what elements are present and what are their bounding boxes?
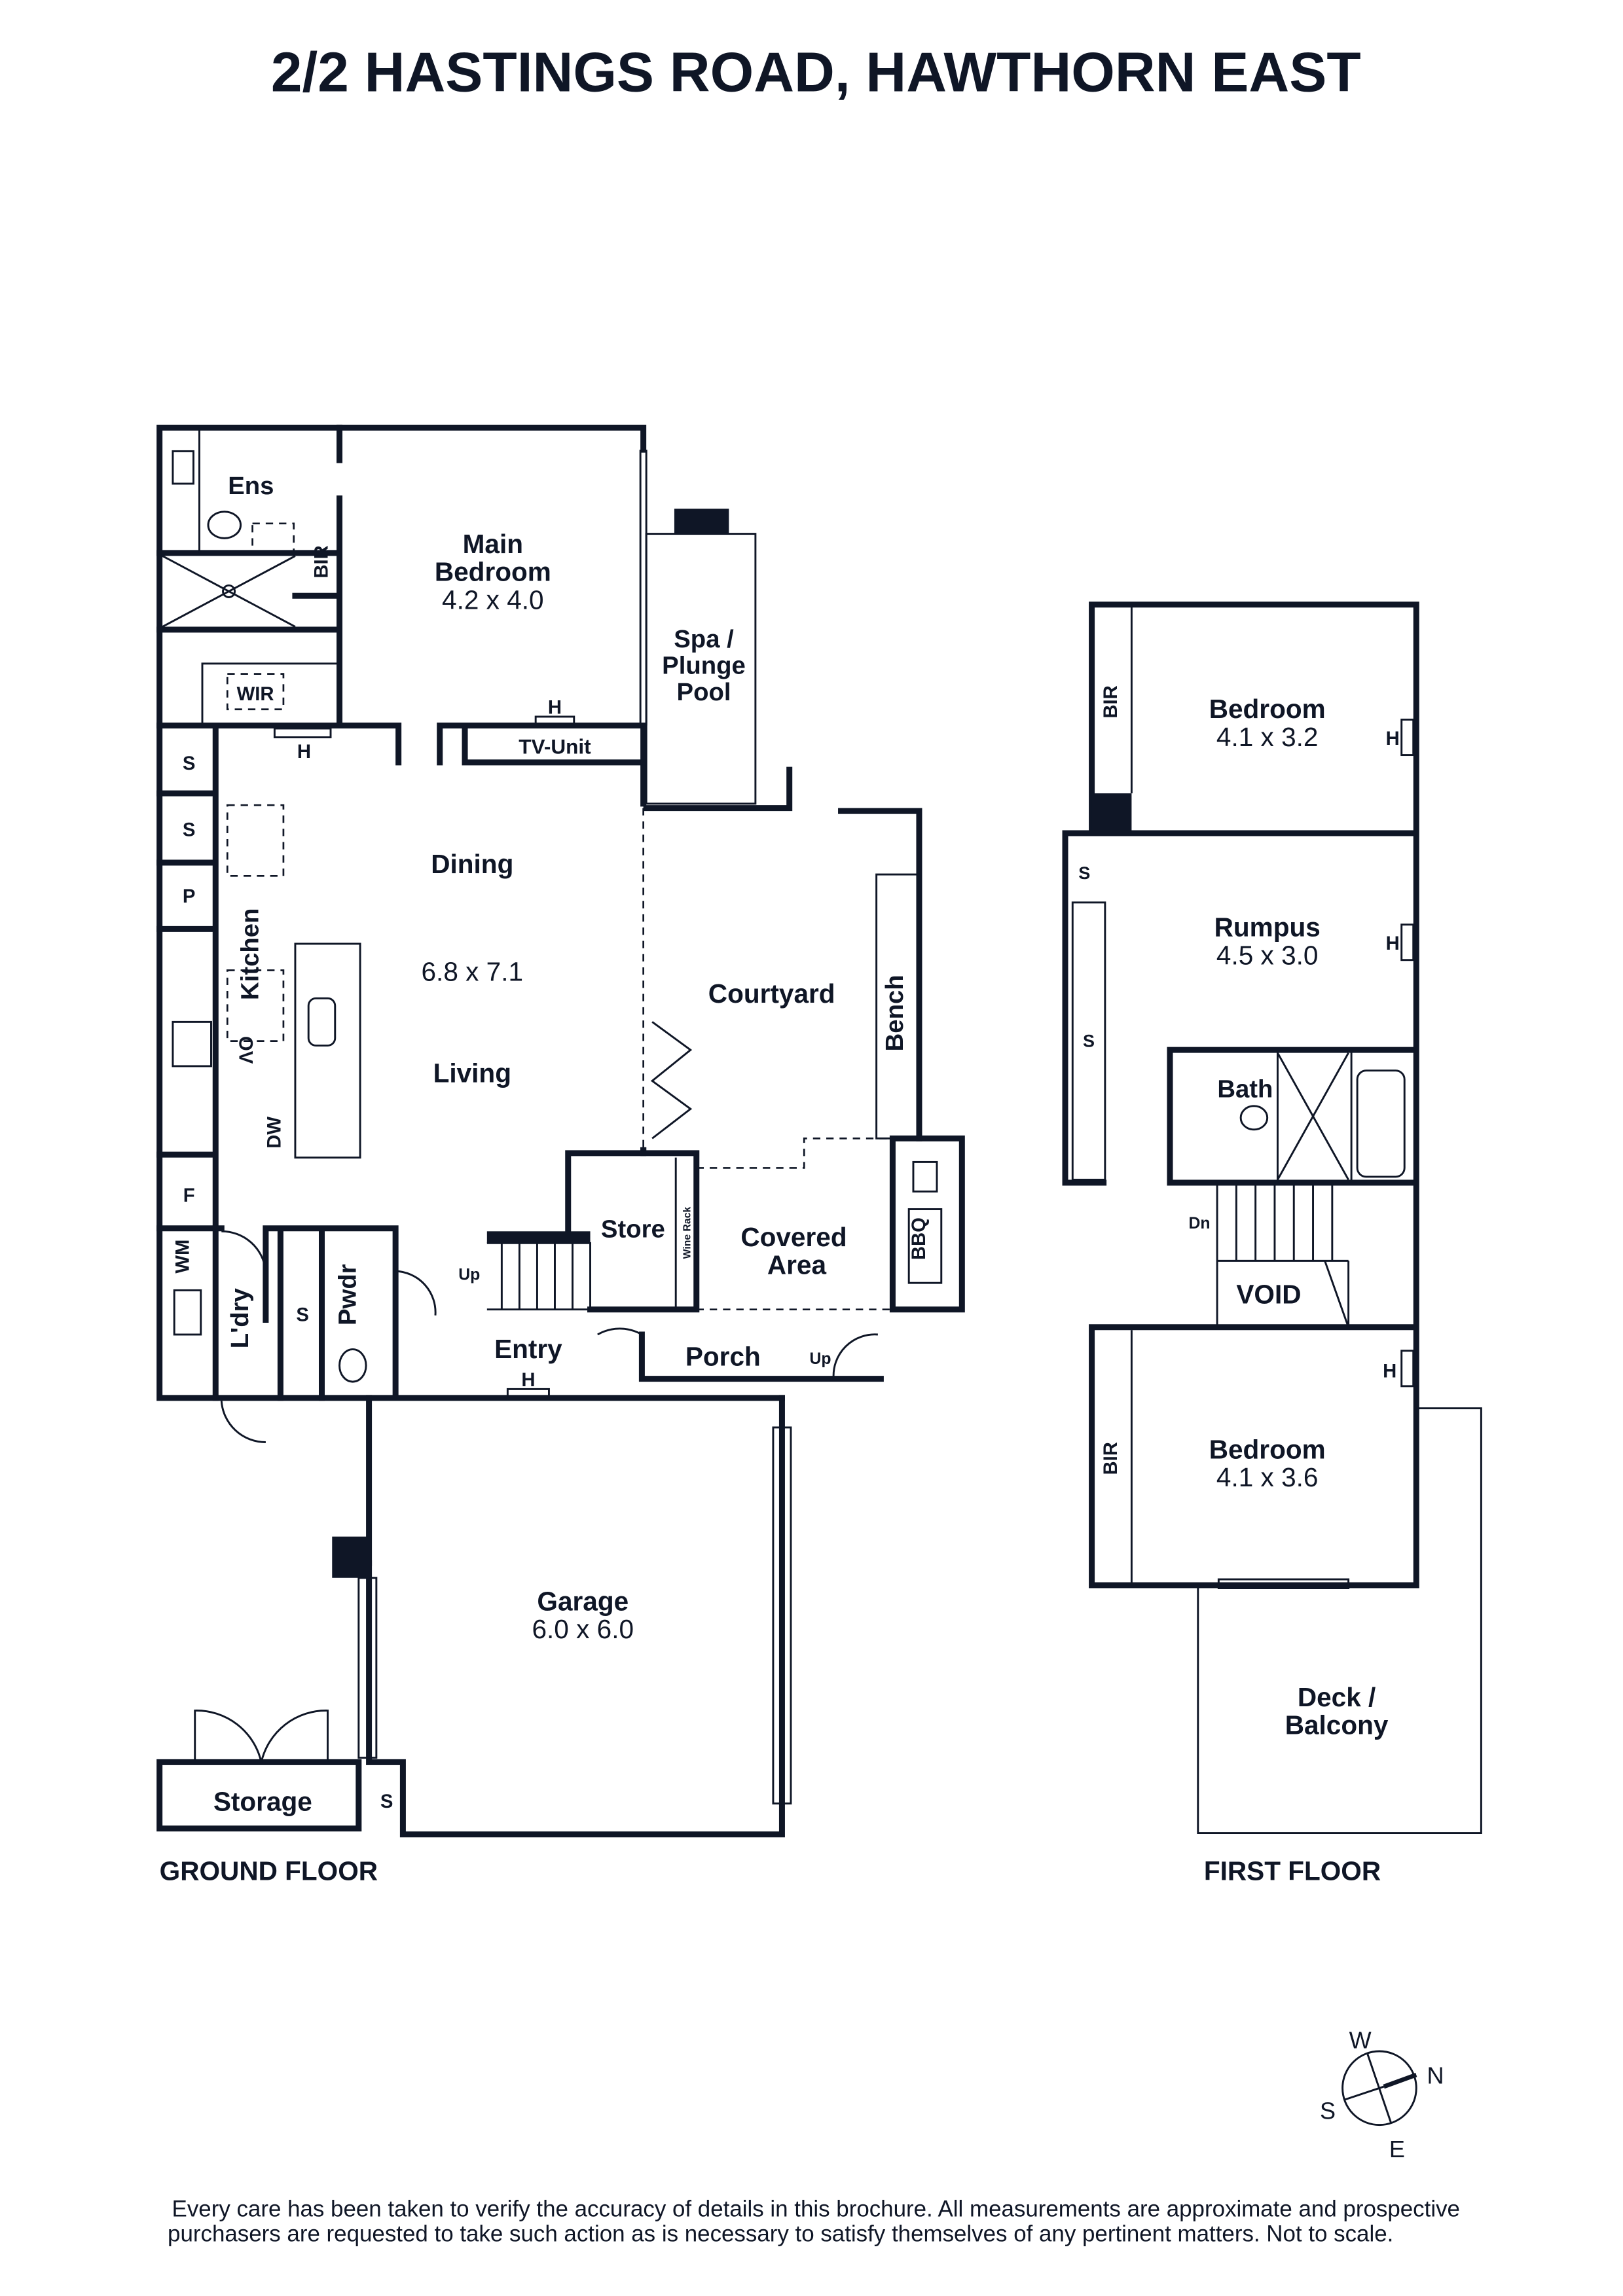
room-main-bedroom-line2: Bedroom xyxy=(435,557,551,587)
room-courtyard: Courtyard xyxy=(708,978,835,1009)
room-size-rumpus: 4.5 x 3.0 xyxy=(1216,940,1319,970)
ground-floor-plan: Ens BIR WIR Main Bedroom 4.2 x 4.0 TV-Un… xyxy=(156,424,965,1838)
mark-s: S xyxy=(183,753,196,774)
heater-mark: H xyxy=(1383,1360,1396,1382)
tv-unit: TV-Unit xyxy=(519,734,591,758)
mark-s: S xyxy=(296,1304,309,1326)
compass-w: W xyxy=(1349,2026,1372,2053)
room-covered-area: Covered xyxy=(740,1222,847,1252)
mark-s: S xyxy=(380,1791,393,1812)
room-deck: Deck / xyxy=(1298,1682,1376,1712)
room-garage: Garage xyxy=(537,1586,629,1616)
disclaimer-line-2: purchasers are requested to take such ac… xyxy=(168,2221,1393,2247)
compass-e: E xyxy=(1389,2136,1405,2162)
mark-s: S xyxy=(1083,1031,1095,1051)
page-title: 2/2 HASTINGS ROAD, HAWTHORN EAST xyxy=(271,41,1361,104)
room-porch: Porch xyxy=(685,1341,761,1371)
room-bir: BIR xyxy=(1100,685,1122,718)
disclaimer-line-1: Every care has been taken to verify the … xyxy=(172,2196,1460,2221)
mark-washing-machine: WM xyxy=(172,1240,194,1274)
room-bath: Bath xyxy=(1217,1075,1273,1103)
kitchen-island xyxy=(294,942,361,1159)
room-bedroom-1: Bedroom xyxy=(1209,694,1326,724)
room-covered-area-line2: Area xyxy=(767,1250,827,1280)
wine-rack: Wine Rack xyxy=(682,1207,693,1259)
chimney xyxy=(674,509,729,534)
room-deck-line2: Balcony xyxy=(1285,1710,1389,1740)
room-size-bedroom-2: 4.1 x 3.6 xyxy=(1216,1462,1319,1492)
room-kitchen: Kitchen xyxy=(236,908,264,1000)
room-storage: Storage xyxy=(213,1787,312,1817)
room-main-bedroom: Main xyxy=(463,529,523,559)
ground-floor-label: GROUND FLOOR xyxy=(160,1856,378,1886)
room-store: Store xyxy=(601,1215,665,1243)
heater-mark: H xyxy=(1386,728,1400,749)
stairs-down: Dn xyxy=(1189,1215,1211,1232)
room-wir: WIR xyxy=(237,683,274,705)
mark-fridge: F xyxy=(183,1185,195,1206)
compass: W N S E xyxy=(1320,2026,1444,2162)
mark-pantry: P xyxy=(183,886,196,907)
heater-mark: H xyxy=(548,696,562,718)
room-living: Living xyxy=(433,1058,511,1088)
compass-n: N xyxy=(1427,2062,1444,2089)
porch-up: Up xyxy=(810,1350,831,1368)
stairs-up: Up xyxy=(458,1266,480,1284)
room-entry: Entry xyxy=(494,1334,562,1364)
room-ens: Ens xyxy=(228,472,274,500)
heater-mark: H xyxy=(1386,933,1400,954)
bench: Bench xyxy=(881,975,909,1051)
room-size-living: 6.8 x 7.1 xyxy=(422,956,524,986)
mark-oven: OV xyxy=(234,1036,256,1064)
room-rumpus: Rumpus xyxy=(1214,912,1321,942)
room-spa-line3: Pool xyxy=(677,678,731,706)
room-size-bedroom-1: 4.1 x 3.2 xyxy=(1216,722,1319,752)
heater-mark: H xyxy=(297,741,311,762)
first-floor-plan: S S BIR BIR Bedroom 4.1 x 3.2 Rumpus 4.5… xyxy=(1062,601,1482,1835)
room-spa-line2: Plunge xyxy=(662,652,746,680)
room-bedroom-2: Bedroom xyxy=(1209,1434,1326,1464)
room-spa: Spa / xyxy=(674,625,734,653)
room-bir: BIR xyxy=(1100,1442,1122,1475)
room-dining: Dining xyxy=(431,849,513,879)
room-void: VOID xyxy=(1236,1280,1301,1310)
room-laundry: L'dry xyxy=(226,1287,254,1348)
room-powder: Pwdr xyxy=(333,1264,361,1325)
room-bir: BIR xyxy=(310,545,332,578)
heater-mark: H xyxy=(521,1369,535,1391)
bbq: BBQ xyxy=(908,1217,930,1260)
room-size-main-bedroom: 4.2 x 4.0 xyxy=(442,585,544,615)
mark-s: S xyxy=(183,819,196,840)
mark-s: S xyxy=(1078,863,1090,883)
first-floor-label: FIRST FLOOR xyxy=(1204,1856,1381,1886)
compass-s: S xyxy=(1320,2098,1336,2125)
mark-dishwasher: DW xyxy=(263,1117,285,1149)
room-size-garage: 6.0 x 6.0 xyxy=(532,1614,634,1644)
